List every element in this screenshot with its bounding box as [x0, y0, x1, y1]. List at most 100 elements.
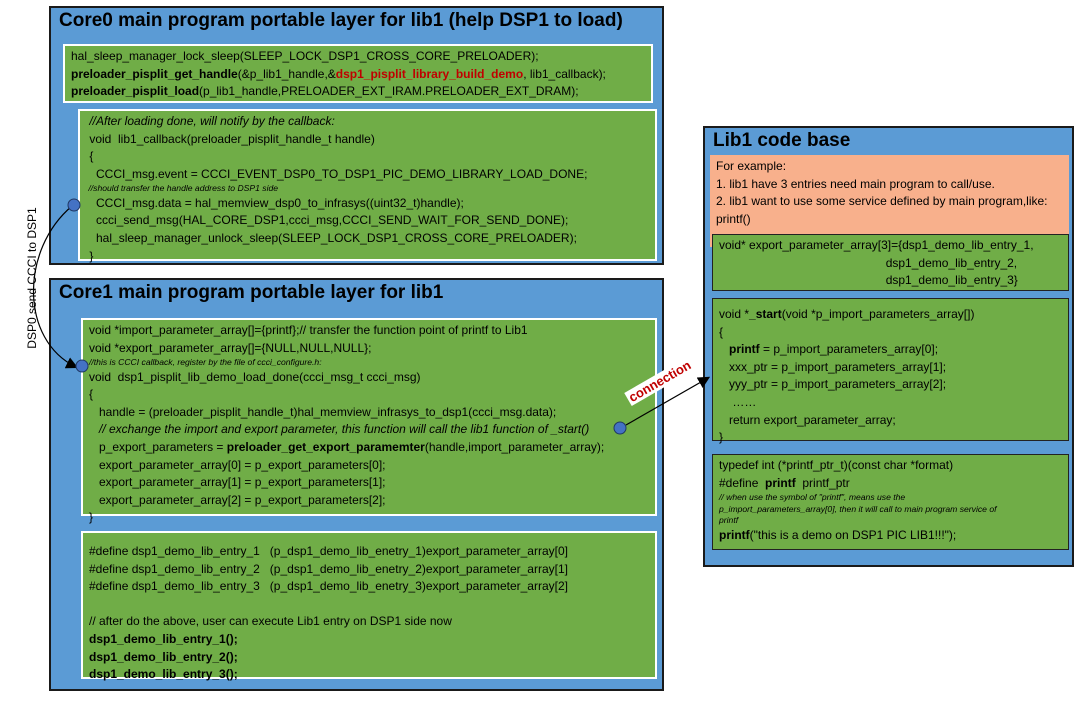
- code-token: (void *p_import_parameters_array[]): [781, 307, 975, 321]
- code-line: // exchange the import and export parame…: [89, 421, 649, 439]
- core0-panel: Core0 main program portable layer for li…: [49, 6, 664, 265]
- code-token: printf: [765, 475, 796, 490]
- code-line: #define dsp1_demo_lib_entry_3 (p_dsp1_de…: [89, 578, 649, 596]
- code-token: p_export_parameters =: [89, 440, 227, 455]
- code-line: printf("this is a demo on DSP1 PIC LIB1!…: [719, 527, 1062, 545]
- ccci-receive-dot: [75, 359, 89, 373]
- lib1-title: Lib1 code base: [713, 130, 851, 151]
- code-token: dsp1_pisplit_library_build_demo: [335, 66, 524, 81]
- code-token: // when use the symbol of "printf", mean…: [719, 492, 906, 503]
- code-token: // after do the above, user can execute …: [89, 614, 452, 629]
- lib1-start-function-box: void *_start(void *p_import_parameters_a…: [712, 298, 1069, 445]
- code-line: yyy_ptr = p_import_parameters_array[2];: [719, 376, 1062, 394]
- code-line: preloader_pisplit_load(p_lib1_handle,PRE…: [71, 83, 645, 101]
- code-line: typedef int (*printf_ptr_t)(const char *…: [719, 457, 1062, 475]
- lib1-export-array-box: void* export_parameter_array[3]={dsp1_de…: [712, 234, 1069, 291]
- code-token: printf: [729, 342, 760, 357]
- code-token: dsp1_demo_lib_entry_3}: [719, 273, 1018, 288]
- code-token: ccci_send_msg(HAL_CORE_DSP1,ccci_msg,CCC…: [86, 213, 569, 228]
- code-line: preloader_pisplit_get_handle(&p_lib1_han…: [71, 66, 645, 84]
- code-token: typedef int (*printf_ptr_t)(const char *…: [719, 458, 954, 472]
- code-line: printf = p_import_parameters_array[0];: [719, 341, 1062, 359]
- code-line: ……: [719, 394, 1062, 412]
- code-token: CCCI_msg.event = CCCI_EVENT_DSP0_TO_DSP1…: [86, 166, 588, 181]
- code-token: xxx_ptr = p_import_parameters_array[1];: [719, 359, 947, 374]
- code-line: hal_sleep_manager_unlock_sleep(SLEEP_LOC…: [86, 230, 649, 248]
- code-line: dsp1_demo_lib_entry_2,: [719, 255, 1062, 273]
- code-token: export_parameter_array[1] = p_export_par…: [89, 475, 386, 490]
- code-token: (handle,import_parameter_array);: [424, 440, 605, 455]
- code-token: //After loading done, will notify by the…: [86, 114, 335, 128]
- core0-callback-code-box: //After loading done, will notify by the…: [78, 109, 657, 263]
- code-line: dsp1_demo_lib_entry_2();: [89, 649, 649, 667]
- code-token: (&p_lib1_handle,&: [237, 66, 336, 81]
- code-token: printf_ptr: [795, 475, 850, 490]
- code-line: void *export_parameter_array[]={NULL,NUL…: [89, 340, 649, 358]
- code-line: void *_start(void *p_import_parameters_a…: [719, 306, 1062, 324]
- example-line: printf(): [716, 211, 751, 226]
- code-token: }: [89, 510, 94, 525]
- example-line: 1. lib1 have 3 entries need main program…: [716, 176, 995, 191]
- code-token: {: [86, 149, 94, 164]
- code-token: preloader_pisplit_load: [71, 84, 200, 99]
- code-token: {: [719, 324, 724, 339]
- code-token: (p_lib1_handle,PRELOADER_EXT_IRAM.PRELOA…: [199, 84, 579, 99]
- code-token: hal_sleep_manager_unlock_sleep(SLEEP_LOC…: [86, 231, 577, 246]
- code-line: }: [89, 509, 649, 527]
- code-line: dsp1_demo_lib_entry_3();: [89, 666, 649, 684]
- code-line: printf: [719, 515, 1062, 527]
- lib1-panel: Lib1 code base For example: 1. lib1 have…: [703, 126, 1074, 567]
- code-line: return export_parameter_array;: [719, 412, 1062, 430]
- code-token: #define dsp1_demo_lib_entry_1 (p_dsp1_de…: [89, 544, 568, 558]
- code-token: printf: [719, 527, 750, 542]
- code-line: ccci_send_msg(HAL_CORE_DSP1,ccci_msg,CCC…: [86, 212, 649, 230]
- code-token: }: [719, 430, 724, 445]
- core0-load-code-box: hal_sleep_manager_lock_sleep(SLEEP_LOCK_…: [63, 44, 653, 103]
- core0-title: Core0 main program portable layer for li…: [59, 10, 623, 31]
- code-lines: //After loading done, will notify by the…: [86, 113, 649, 265]
- code-line: export_parameter_array[1] = p_export_par…: [89, 474, 649, 492]
- code-token: void *import_parameter_array[]={printf};…: [89, 323, 528, 337]
- code-line: //After loading done, will notify by the…: [86, 113, 649, 131]
- code-line: #define dsp1_demo_lib_entry_2 (p_dsp1_de…: [89, 561, 649, 579]
- code-line: void lib1_callback(preloader_pisplit_han…: [86, 131, 649, 149]
- code-token: {: [89, 387, 94, 402]
- code-token: _start: [749, 307, 782, 321]
- code-line: export_parameter_array[2] = p_export_par…: [89, 492, 649, 510]
- code-token: // exchange the import and export parame…: [89, 422, 590, 437]
- code-token: CCCI_msg.data = hal_memview_dsp0_to_infr…: [86, 195, 464, 210]
- code-line: // after do the above, user can execute …: [89, 613, 649, 631]
- core1-entry-define-box: #define dsp1_demo_lib_entry_1 (p_dsp1_de…: [81, 531, 657, 681]
- example-line: For example:: [716, 159, 787, 173]
- example-line: 2. lib1 want to use some service defined…: [716, 194, 1048, 209]
- code-lines: hal_sleep_manager_lock_sleep(SLEEP_LOCK_…: [71, 48, 645, 101]
- code-token: printf: [719, 515, 739, 526]
- code-line: }: [86, 248, 649, 266]
- code-line: p_import_parameters_array[0], then it wi…: [719, 504, 1062, 516]
- code-line: #define dsp1_demo_lib_entry_1 (p_dsp1_de…: [89, 543, 649, 561]
- code-token: #define: [719, 475, 766, 490]
- code-line: CCCI_msg.event = CCCI_EVENT_DSP0_TO_DSP1…: [86, 166, 649, 184]
- code-line: dsp1_demo_lib_entry_1();: [89, 631, 649, 649]
- code-token: return export_parameter_array;: [719, 412, 896, 427]
- code-token: //should transfer the handle address to …: [86, 183, 279, 194]
- code-token: void* export_parameter_array[3]={dsp1_de…: [719, 238, 1034, 252]
- code-line: {: [719, 324, 1062, 342]
- code-token: void *: [719, 307, 750, 321]
- code-token: handle = (preloader_pisplit_handle_t)hal…: [89, 404, 557, 419]
- code-line: void* export_parameter_array[3]={dsp1_de…: [719, 237, 1062, 255]
- ccci-arc-arrow: [32, 205, 79, 369]
- connection-arrow: [625, 376, 711, 426]
- code-token: preloader_pisplit_get_handle: [71, 66, 238, 81]
- code-line: dsp1_demo_lib_entry_3}: [719, 272, 1062, 290]
- code-line: handle = (preloader_pisplit_handle_t)hal…: [89, 404, 649, 422]
- code-token: p_import_parameters_array[0], then it wi…: [719, 503, 997, 514]
- code-token: hal_sleep_manager_lock_sleep(SLEEP_LOCK_…: [71, 49, 539, 63]
- code-token: void dsp1_pisplit_lib_demo_load_done(ccc…: [89, 369, 421, 384]
- code-token: yyy_ptr = p_import_parameters_array[2];: [719, 377, 947, 392]
- code-token: ("this is a demo on DSP1 PIC LIB1!!!");: [749, 527, 957, 542]
- code-token: dsp1_demo_lib_entry_2();: [89, 649, 238, 664]
- code-token: #define dsp1_demo_lib_entry_3 (p_dsp1_de…: [89, 579, 568, 594]
- ccci-send-dot: [67, 198, 81, 212]
